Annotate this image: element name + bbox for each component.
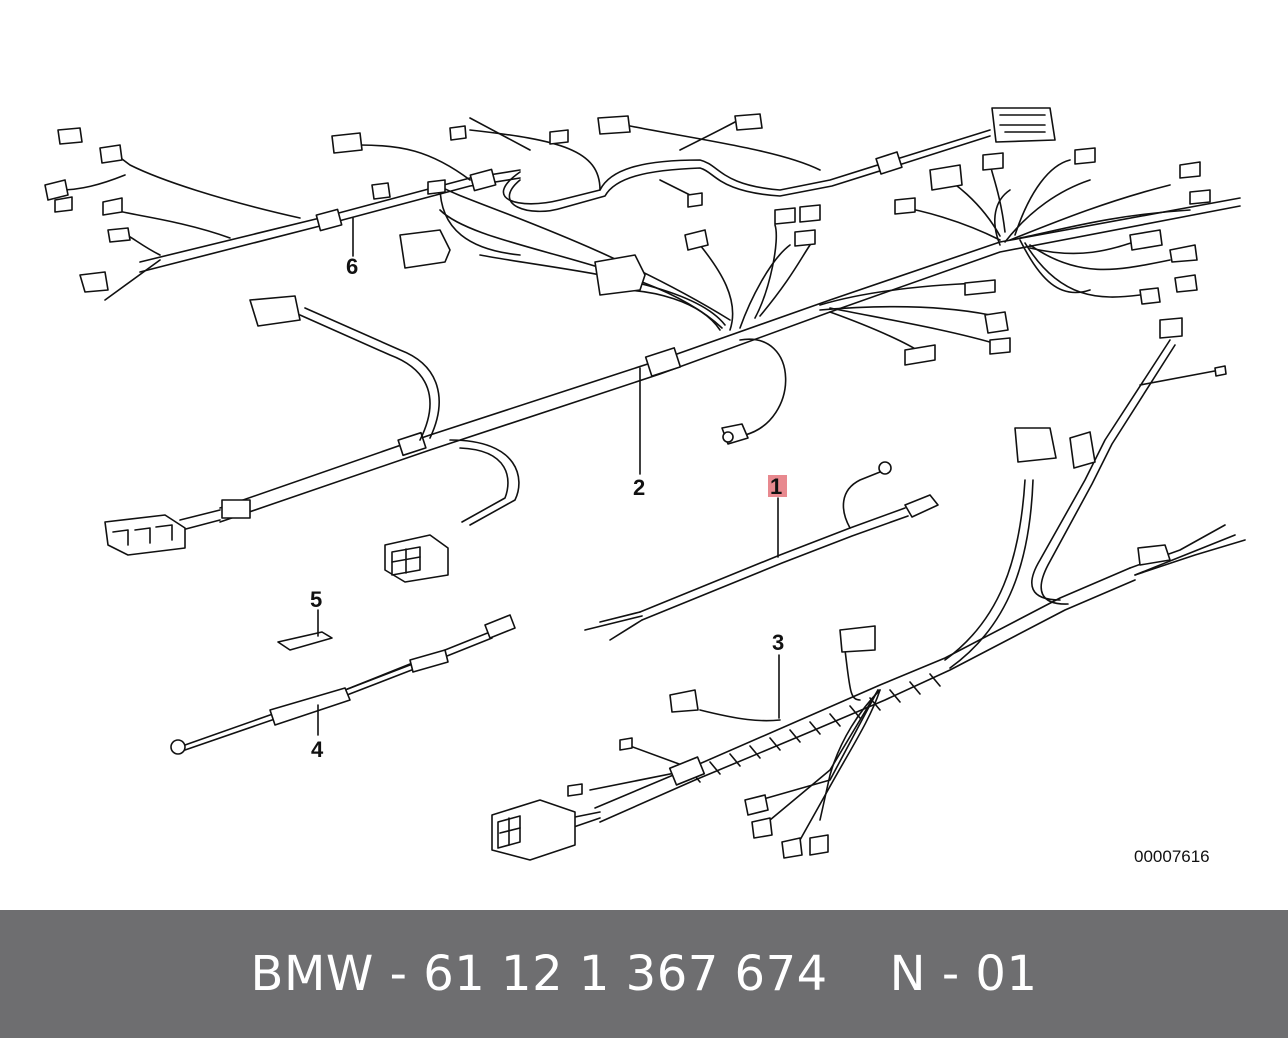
label-part-5: 5 (310, 587, 322, 612)
footer-caption: BMW - 61 12 1 367 674 N - 01 (0, 910, 1288, 1038)
label-part-4: 4 (311, 737, 324, 762)
footer-separator: - (389, 946, 408, 1002)
footer-brand: BMW (250, 946, 374, 1002)
footer-bar: BMW - 61 12 1 367 674 N - 01 (0, 910, 1288, 1038)
part-4-lead (170, 614, 516, 755)
harness-3-connectors (491, 317, 1227, 861)
label-leaders (317, 217, 780, 736)
diagram-reference-number: 00007616 (1134, 847, 1210, 866)
highlight-box (768, 475, 787, 497)
footer-position: N - 01 (889, 946, 1038, 1002)
label-part-1: 1 (770, 474, 782, 499)
label-part-3: 3 (772, 630, 784, 655)
label-part-2: 2 (633, 475, 645, 500)
footer-part-number: 61 12 1 367 674 (423, 946, 828, 1002)
harness-6-connectors (44, 113, 763, 293)
harness-6 (59, 117, 991, 301)
wiring-harness-diagram: 1 2 3 4 5 6 00007616 (44, 107, 1246, 866)
harness-1 (584, 461, 939, 641)
label-part-6: 6 (346, 254, 358, 279)
harness-2-connectors (104, 107, 1211, 583)
part-5-clip (277, 631, 333, 651)
harness-3 (559, 339, 1246, 841)
